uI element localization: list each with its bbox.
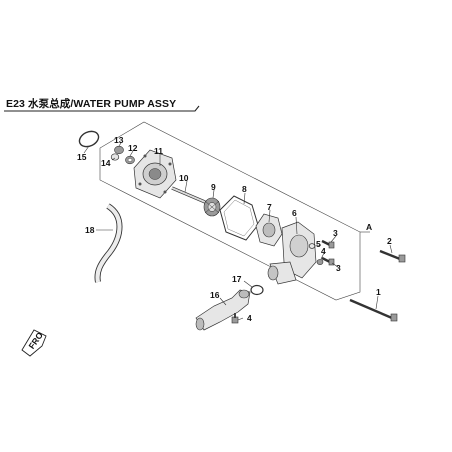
part-bolt-1[interactable] (349, 298, 398, 322)
part-seal-12[interactable] (125, 155, 135, 165)
callout-14: 14 (101, 158, 111, 168)
part-washer-14[interactable] (110, 153, 120, 161)
callout-3b: 3 (336, 263, 341, 273)
part-impeller[interactable] (203, 197, 221, 217)
part-elbow-fitting[interactable] (195, 289, 251, 331)
callout-15: 15 (77, 152, 87, 162)
part-pump-shaft[interactable] (171, 186, 206, 204)
part-washer-5[interactable] (308, 243, 316, 249)
callout-10: 10 (179, 173, 189, 183)
callout-12: 12 (128, 143, 138, 153)
callout-11: 11 (154, 146, 163, 156)
part-bolt-3b[interactable] (321, 256, 335, 266)
part-o-ring[interactable] (77, 128, 101, 149)
callout-7: 7 (267, 202, 272, 212)
page-title: E23 水泵总成/WATER PUMP ASSY (6, 98, 177, 110)
assembly-frame (99, 121, 361, 301)
part-seal-13[interactable] (114, 145, 124, 155)
callout-ref-a: A (366, 222, 372, 232)
callout-6: 6 (292, 208, 297, 218)
callout-4a: 4 (321, 246, 326, 256)
part-pump-housing[interactable] (267, 221, 317, 285)
callout-4b: 4 (247, 313, 252, 323)
callout-18: 18 (85, 225, 95, 235)
callout-1: 1 (376, 287, 381, 297)
part-coolant-hose[interactable] (94, 203, 123, 283)
header: E23 水泵总成/WATER PUMP ASSY (0, 96, 452, 112)
part-nut-4a[interactable] (316, 259, 324, 265)
part-pump-housing-plate[interactable] (133, 149, 177, 199)
part-bolt-2[interactable] (379, 249, 406, 263)
callout-3a: 3 (333, 228, 338, 238)
callout-13: 13 (114, 135, 124, 145)
leader-lines (83, 142, 393, 321)
part-o-ring-17[interactable] (250, 284, 264, 296)
callout-9: 9 (211, 182, 216, 192)
part-pump-cover[interactable] (255, 213, 283, 247)
callout-8: 8 (242, 184, 247, 194)
callout-16: 16 (210, 290, 220, 300)
part-bolt-3a[interactable] (321, 239, 335, 249)
callout-17: 17 (232, 274, 242, 284)
part-gasket[interactable] (219, 195, 259, 241)
callout-2: 2 (387, 236, 392, 246)
callout-5: 5 (316, 239, 321, 249)
direction-arrow-icon: FRO (21, 329, 47, 357)
